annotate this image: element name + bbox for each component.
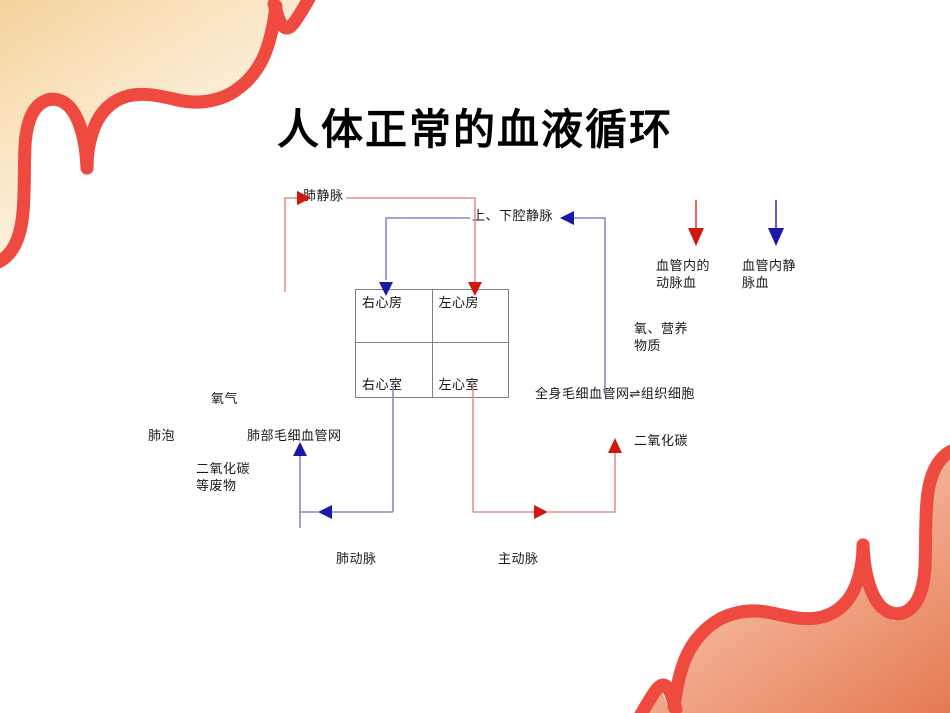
label-oxygen: 氧气 (211, 392, 239, 407)
vena-cava-path (379, 211, 606, 395)
cell-left-ventricle: 左心室 (431, 342, 509, 398)
label-body-capillary-net: 全身毛细血管网⇌组织细胞 (535, 387, 695, 402)
label-pulmonary-vein: 肺静脉 (303, 189, 344, 204)
table-row: 右心室 左心室 (355, 342, 509, 398)
label-alveolus: 肺泡 (148, 429, 176, 444)
heart-chambers-table: 右心房 左心房 右心室 左心室 (355, 289, 509, 398)
vena-cava-arrow (560, 211, 574, 225)
right-atrium-inflow-arrow (379, 282, 393, 296)
page-title: 人体正常的血液循环 (276, 105, 673, 154)
pulmonary-artery-arrow (318, 505, 332, 519)
cell-right-atrium: 右心房 (355, 289, 433, 343)
legend-arterial-arrow (688, 200, 704, 246)
table-row: 右心房 左心房 (355, 289, 509, 343)
aorta-path (472, 386, 622, 519)
aorta-arrow (534, 505, 548, 519)
left-atrium-inflow-arrow (468, 282, 482, 296)
body-capillary-return-arrow (608, 438, 622, 453)
cell-left-atrium: 左心房 (431, 289, 509, 343)
pulmonary-artery-path (293, 386, 394, 528)
label-pulmonary-artery: 肺动脉 (336, 552, 377, 567)
label-lung-capillary-net: 肺部毛细血管网 (247, 429, 342, 444)
label-oxygen-nutrients: 氧、营养 物质 (634, 322, 689, 354)
label-co2-right: 二氧化碳 (634, 434, 689, 449)
legend-venous-arrow (768, 200, 784, 246)
lung-capillary-arrow (293, 442, 307, 456)
label-aorta: 主动脉 (498, 552, 539, 567)
label-co2-waste: 二氧化碳 等废物 (196, 462, 251, 494)
legend-label-arterial: 血管内的 动脉血 (656, 259, 711, 291)
pulmonary-vein-path (284, 197, 482, 296)
legend-label-venous: 血管内静 脉血 (742, 259, 797, 291)
label-vena-cava: 上、下腔静脉 (472, 209, 554, 224)
